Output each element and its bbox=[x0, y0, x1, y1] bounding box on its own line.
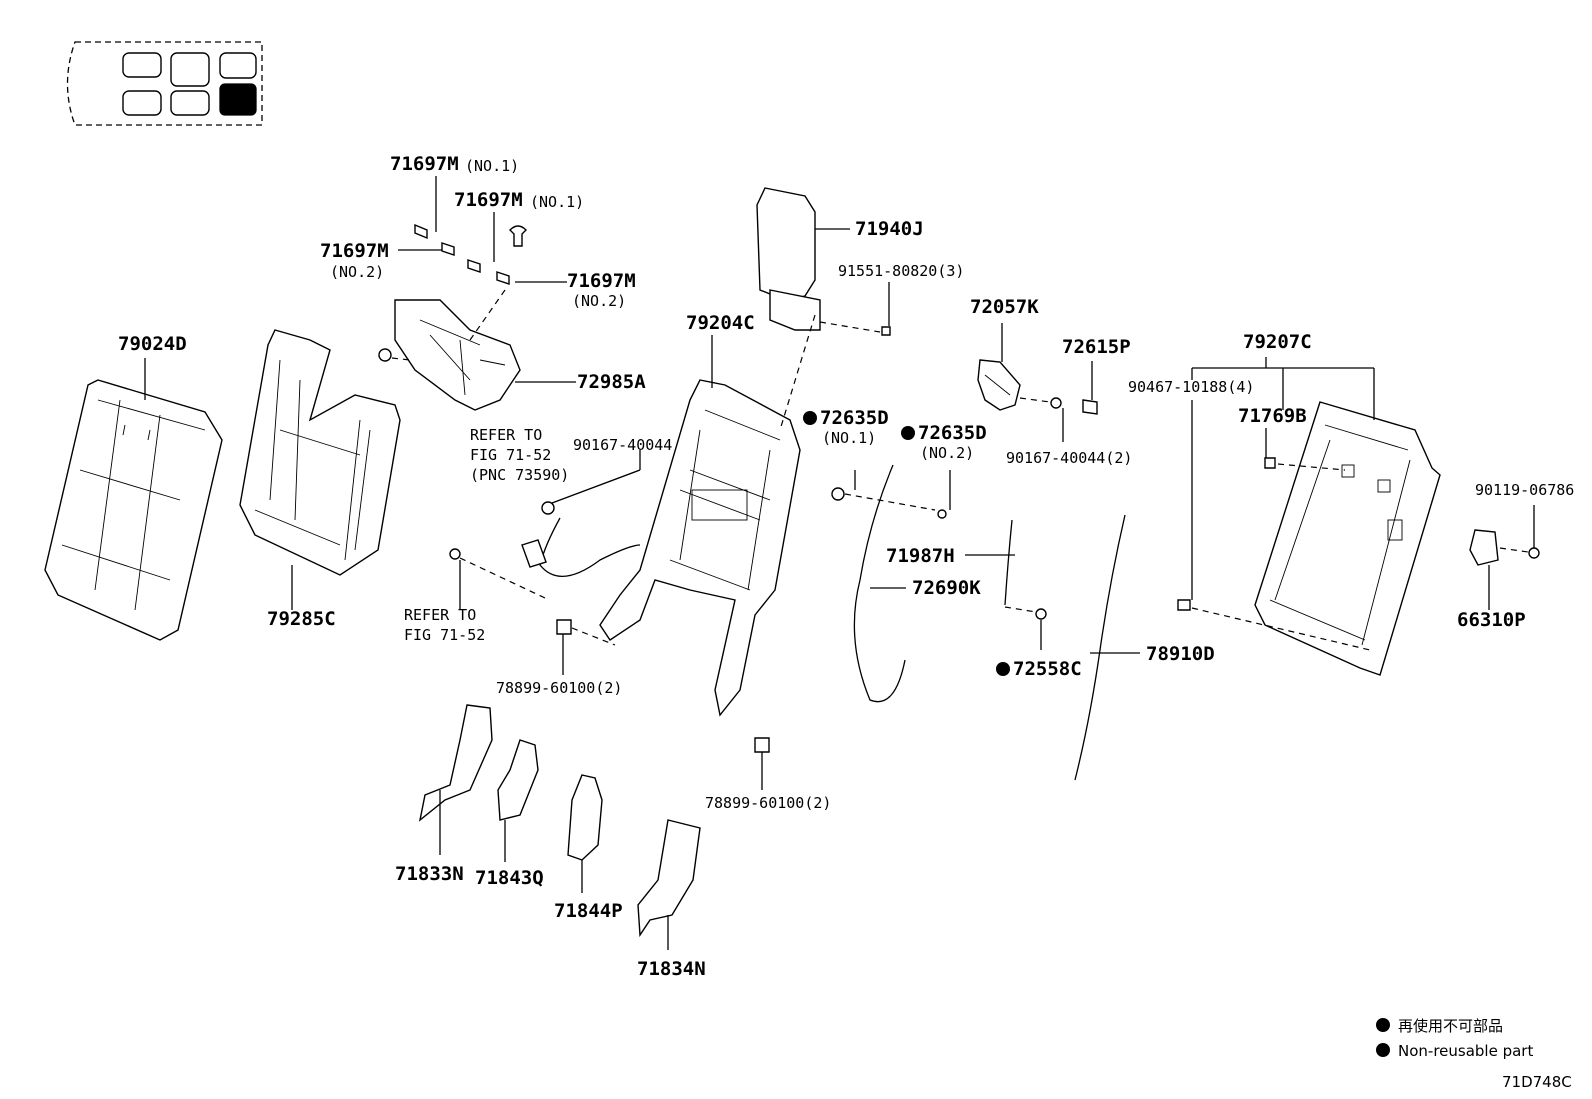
label-71697m: 71697M bbox=[320, 240, 389, 262]
label-78910d: 78910D bbox=[1146, 643, 1215, 665]
label-71697m-note: (NO.2) bbox=[572, 292, 626, 310]
label-71844p: 71844P bbox=[554, 900, 623, 922]
label-78899-60100: 78899-60100(2) bbox=[496, 679, 622, 697]
legend-en: Non-reusable part bbox=[1398, 1042, 1533, 1060]
label-66310p: 66310P bbox=[1457, 609, 1526, 631]
label-71697m-note: (NO.1) bbox=[530, 193, 584, 211]
lower-covers bbox=[418, 704, 701, 938]
label-71697m-note: (NO.1) bbox=[465, 157, 519, 175]
plate-72615p bbox=[1082, 399, 1098, 415]
label-72057k: 72057K bbox=[970, 296, 1039, 318]
refer-note-line[interactable]: REFER TO bbox=[404, 606, 476, 624]
label-71697m: 71697M bbox=[390, 153, 459, 175]
label-79285c: 79285C bbox=[267, 608, 336, 630]
seatback-cover-79024d bbox=[44, 379, 223, 641]
diagram-code: 71D748C bbox=[1502, 1073, 1572, 1091]
label-71940j: 71940J bbox=[855, 218, 924, 240]
label-72635d: 72635D bbox=[918, 422, 987, 444]
non-reusable-dot bbox=[996, 662, 1010, 676]
seatback-frame-79204c bbox=[599, 379, 801, 717]
selected-seat-marker bbox=[219, 83, 257, 116]
label-71833n: 71833N bbox=[395, 863, 464, 885]
label-90167-40044-2: 90167-40044(2) bbox=[1006, 449, 1132, 467]
label-72985a: 72985A bbox=[577, 371, 646, 393]
label-71697m: 71697M bbox=[567, 270, 636, 292]
label-71697m-note: (NO.2) bbox=[330, 263, 384, 281]
legend-jp: 再使用不可部品 bbox=[1398, 1017, 1503, 1035]
refer-note-line[interactable]: REFER TO bbox=[470, 426, 542, 444]
label-72615p: 72615P bbox=[1062, 336, 1131, 358]
label-78899-60100: 78899-60100(2) bbox=[705, 794, 831, 812]
headrest-71940j bbox=[756, 187, 891, 431]
knob-72057k bbox=[977, 359, 1062, 411]
refer-note-line[interactable]: (PNC 73590) bbox=[470, 466, 569, 484]
label-79024d: 79024D bbox=[118, 333, 187, 355]
label-72635d: 72635D bbox=[820, 407, 889, 429]
non-reusable-dot bbox=[901, 426, 915, 440]
label-72558c: 72558C bbox=[1013, 658, 1082, 680]
seatback-pad-79285c bbox=[239, 329, 401, 576]
label-71769b: 71769B bbox=[1238, 405, 1307, 427]
label-71697m: 71697M bbox=[454, 189, 523, 211]
refer-note-line[interactable]: FIG 71-52 bbox=[470, 446, 551, 464]
latch-66310p bbox=[1469, 529, 1540, 566]
legend: 再使用不可部品 Non-reusable part 71D748C bbox=[1398, 1017, 1572, 1091]
bracket-72985a bbox=[378, 299, 521, 411]
label-71834n: 71834N bbox=[637, 958, 706, 980]
label-91551-80820: 91551-80820(3) bbox=[838, 262, 964, 280]
label-72635d-note: (NO.2) bbox=[920, 444, 974, 462]
refer-notes[interactable]: REFER TO FIG 71-52 (PNC 73590) REFER TO … bbox=[404, 426, 569, 644]
refer-note-line[interactable]: FIG 71-52 bbox=[404, 626, 485, 644]
label-90467-10188: 90467-10188(4) bbox=[1128, 378, 1254, 396]
cables bbox=[831, 464, 1126, 781]
back-board-79207c bbox=[1177, 401, 1441, 676]
label-79207c: 79207C bbox=[1243, 331, 1312, 353]
non-reusable-dot bbox=[803, 411, 817, 425]
label-71843q: 71843Q bbox=[475, 867, 544, 889]
label-90167-40044: 90167-40044 bbox=[573, 436, 672, 454]
part-labels: 71697M (NO.1) 71697M (NO.1) 71697M (NO.2… bbox=[118, 153, 1574, 980]
label-72690k: 72690K bbox=[912, 577, 981, 599]
wiring-assembly bbox=[449, 501, 770, 753]
label-79204c: 79204C bbox=[686, 312, 755, 334]
label-72635d-note: (NO.1) bbox=[822, 429, 876, 447]
non-reusable-dot bbox=[1376, 1018, 1390, 1032]
non-reusable-markers bbox=[803, 411, 1390, 1057]
label-71987h: 71987H bbox=[886, 545, 955, 567]
leader-lines bbox=[144, 176, 1535, 950]
label-90119-06786: 90119-06786 bbox=[1475, 481, 1574, 499]
non-reusable-dot bbox=[1376, 1043, 1390, 1057]
clips-71697m bbox=[414, 223, 527, 341]
seat-position-indicator bbox=[66, 41, 263, 126]
